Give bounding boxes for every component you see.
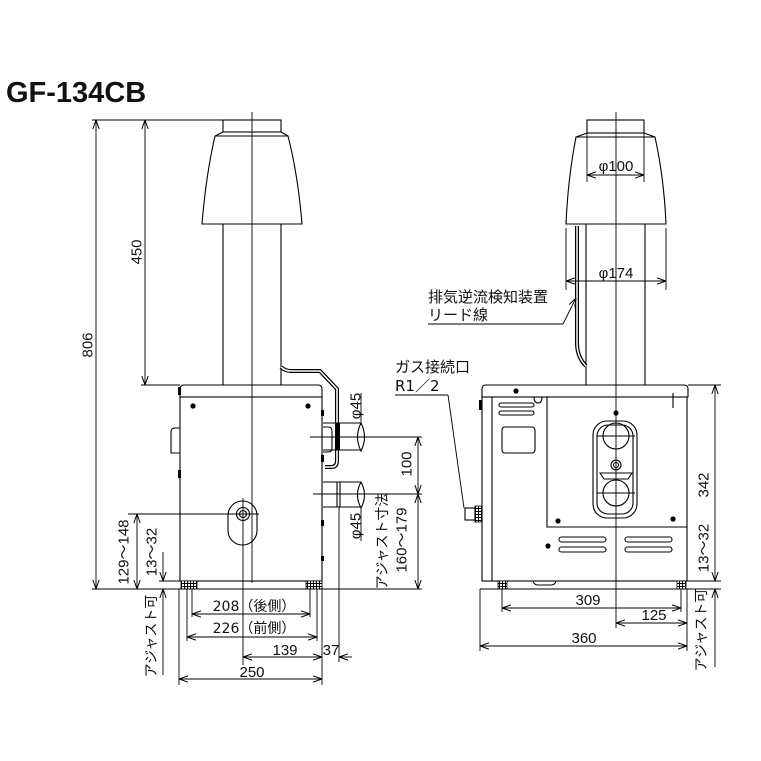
label-outlet-offset: 139 (272, 642, 297, 659)
front-body (479, 384, 689, 586)
label-leg-span: 309 (575, 592, 600, 609)
side-flue-pipe (222, 224, 282, 385)
label-front-leg-span: 226（前側） (213, 620, 296, 637)
vent-slot (624, 536, 673, 543)
vent-slot (558, 536, 607, 543)
screw-icon (670, 516, 676, 522)
screw-icon (513, 388, 519, 394)
label-total-height: 806 (80, 332, 97, 357)
label-outlet-height: 129〜148 (116, 519, 133, 584)
front-adjustable-feet (497, 580, 687, 590)
callout-gas-inlet-line1: ガス接続口 (395, 358, 470, 376)
label-leg-adjust: 13〜32 (696, 524, 713, 572)
vent-slot (498, 402, 535, 408)
side-view: 806 450 φ45 100 φ45 アジャスト寸法 160〜179 129〜… (80, 112, 422, 685)
label-hood-dia: φ174 (599, 265, 634, 282)
front-dimension-lines (480, 385, 715, 667)
label-rear-leg-span: 208（後側） (213, 599, 296, 615)
side-dimension-labels: 806 450 φ45 100 φ45 アジャスト寸法 160〜179 129〜… (80, 239, 416, 681)
side-body (170, 384, 324, 582)
front-view: φ100 φ174 排気逆流検知装置 リード線 ガス接続口 R1／2 (395, 112, 721, 671)
screw-icon (613, 410, 619, 416)
side-dimension-lines (96, 120, 418, 679)
front-flue-pipe (585, 224, 646, 385)
label-flue-length: 450 (129, 239, 146, 264)
vent-slot (558, 546, 607, 553)
label-depth: 250 (239, 664, 264, 681)
screw-icon (305, 403, 311, 409)
screw-icon (545, 543, 551, 549)
label-pipe-pitch: 100 (399, 451, 416, 476)
lead-wire-callout: 排気逆流検知装置 リード線 (428, 288, 576, 325)
label-body-height: 342 (696, 472, 713, 497)
front-extension-lines (479, 384, 721, 651)
side-water-pipes (310, 393, 422, 662)
label-leg-adjust: 13〜32 (144, 528, 161, 576)
callout-lead-wire-line2: リード線 (428, 306, 488, 324)
label-upper-pipe-dia: φ45 (348, 393, 365, 419)
front-flue-hood (565, 119, 667, 225)
gas-inlet-callout: ガス接続口 R1／2 (395, 358, 470, 509)
rating-label-window (501, 426, 536, 454)
knob-icon (610, 459, 622, 471)
screw-icon (555, 518, 561, 524)
label-adjustable: アジャスト可 (144, 595, 160, 678)
model-title: GF-134CB (6, 77, 146, 109)
callout-gas-inlet-line2: R1／2 (395, 377, 440, 395)
screw-icon (190, 403, 196, 409)
front-dimension-labels: 342 13〜32 アジャスト可 309 125 360 (571, 472, 712, 671)
side-flue-hood (201, 119, 303, 225)
front-diameter-dims: φ100 φ174 (565, 158, 667, 290)
vent-slot (624, 546, 673, 553)
gas-connector (464, 505, 483, 523)
label-adjust-range: 160〜179 (394, 507, 411, 572)
label-flue-top-dia: φ100 (599, 158, 634, 175)
label-width: 360 (571, 630, 596, 647)
label-center-offset: 125 (641, 607, 666, 624)
label-pipe-projection: 37 (323, 642, 340, 659)
side-extension-lines (92, 119, 422, 685)
side-lead-wire (279, 365, 339, 469)
callout-lead-wire-line1: 排気逆流検知装置 (428, 288, 548, 306)
label-adjustable: アジャスト可 (694, 589, 710, 672)
burner-window (592, 420, 638, 519)
side-adjustable-feet (180, 580, 323, 590)
side-outlet-port (128, 498, 259, 665)
front-lead-wire (575, 226, 588, 368)
label-adjust-dim: アジャスト寸法 (375, 493, 391, 590)
vent-slot (498, 410, 535, 416)
label-lower-pipe-dia: φ45 (348, 513, 365, 539)
